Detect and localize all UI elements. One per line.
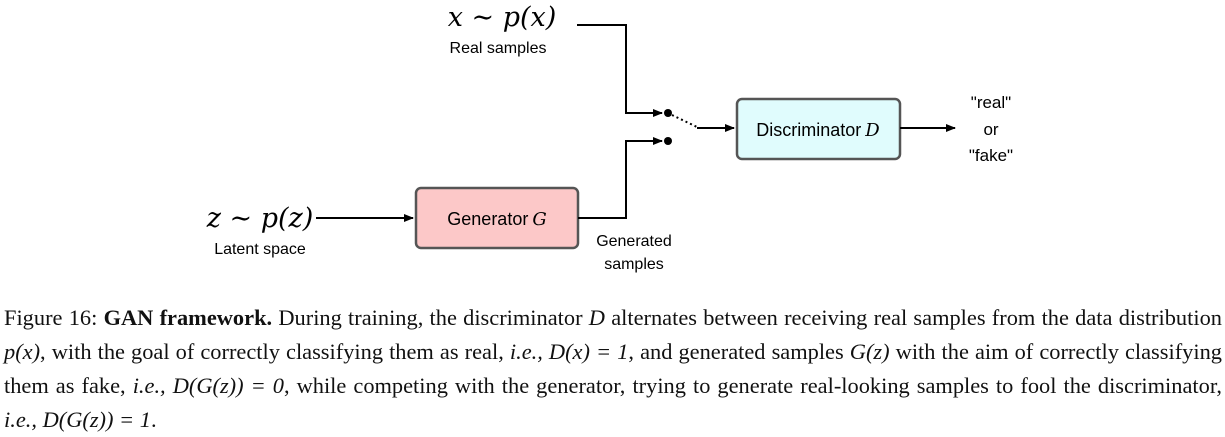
caption-title: GAN framework. [103, 305, 273, 330]
caption-ie-1: i.e., [509, 339, 543, 364]
real-input-label: Real samples [450, 40, 547, 57]
caption-math-eq0: D(G(z)) = 0 [172, 373, 284, 398]
switch-lever [671, 114, 698, 128]
caption-text-3: , with the goal of correctly classifying… [40, 339, 504, 364]
caption-math-D: D [588, 305, 605, 330]
gan-diagram: x ∼ p(x) Real samples z ∼ p(z) Latent sp… [206, 2, 1013, 273]
latent-input-math: z ∼ p(z) [206, 203, 314, 234]
caption-text-7: . [150, 407, 157, 432]
caption-text-6: , while competing with the generator, tr… [283, 373, 1222, 398]
caption-math-Gz: G(z) [849, 339, 890, 364]
switch-contact-real [664, 109, 672, 117]
generated-label-1: Generated [596, 233, 672, 250]
caption-ie-3: i.e., [4, 407, 37, 432]
caption-math-eq1b: D(G(z)) = 1 [42, 407, 151, 432]
caption-text-4: , and generated samples [628, 339, 844, 364]
caption-ie-2: i.e., [132, 373, 166, 398]
caption-figure-label: Figure 16: [4, 305, 98, 330]
generated-path [578, 137, 663, 219]
output-or: or [983, 120, 998, 139]
caption-math-px: p(x) [4, 339, 41, 364]
output-real: "real" [971, 93, 1011, 112]
caption-math-eq1: D(x) = 1 [548, 339, 629, 364]
output-fake: "fake" [969, 146, 1013, 165]
caption-text-2: alternates between receiving real sample… [611, 305, 1222, 330]
switch-contact-generated [664, 137, 672, 145]
real-path [577, 24, 663, 117]
figure-caption: Figure 16: GAN framework. During trainin… [4, 301, 1222, 437]
latent-input-label: Latent space [214, 241, 306, 258]
caption-text-5: with the aim of correctly classifying th… [4, 339, 1222, 398]
generated-label-2: samples [604, 256, 664, 273]
real-input-math: x ∼ p(x) [448, 2, 557, 33]
caption-text-1: During training, the discriminator [278, 305, 583, 330]
